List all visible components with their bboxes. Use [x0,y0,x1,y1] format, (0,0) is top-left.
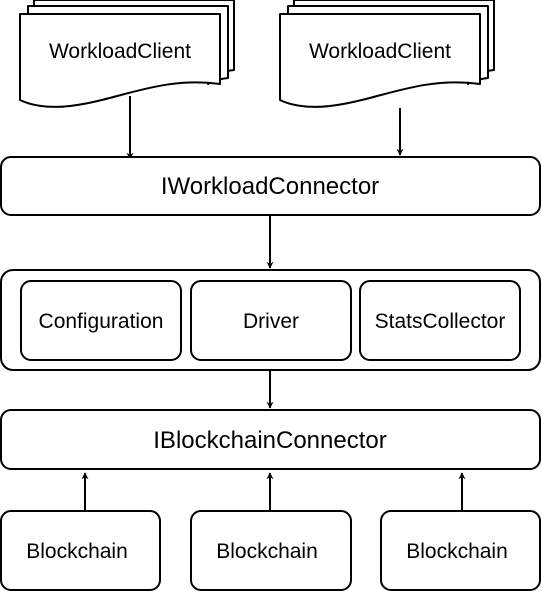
workload-client-2: WorkloadClient [279,0,495,108]
blockchain-label: Blockchain [26,540,128,563]
blockchain-connector-label: IBlockchainConnector [153,427,386,454]
stats-collector-box [359,280,521,361]
workload-connector-label: IWorkloadConnector [161,173,379,200]
configuration-label: Configuration [39,310,164,333]
blockchain-connector-box: IBlockchainConnector [0,409,541,470]
blockchain-box-3: Blockchain [380,510,541,591]
blockchain-box-1: Blockchain [0,510,161,591]
workload-connector-box: IWorkloadConnector [0,156,541,216]
blockchain-box-2: Blockchain [190,510,352,591]
blockchain-label: Blockchain [216,540,318,563]
driver-label: Driver [243,310,299,333]
core-container: Configuration Driver StatsCollector [0,269,541,371]
blockchain-label: Blockchain [406,540,508,563]
workload-client-1: WorkloadClient [19,0,235,108]
stats-collector-label: StatsCollector [375,310,506,333]
driver-box [190,280,352,361]
client-label: WorkloadClient [49,40,191,63]
client-label: WorkloadClient [309,40,451,63]
configuration-box [20,280,182,361]
